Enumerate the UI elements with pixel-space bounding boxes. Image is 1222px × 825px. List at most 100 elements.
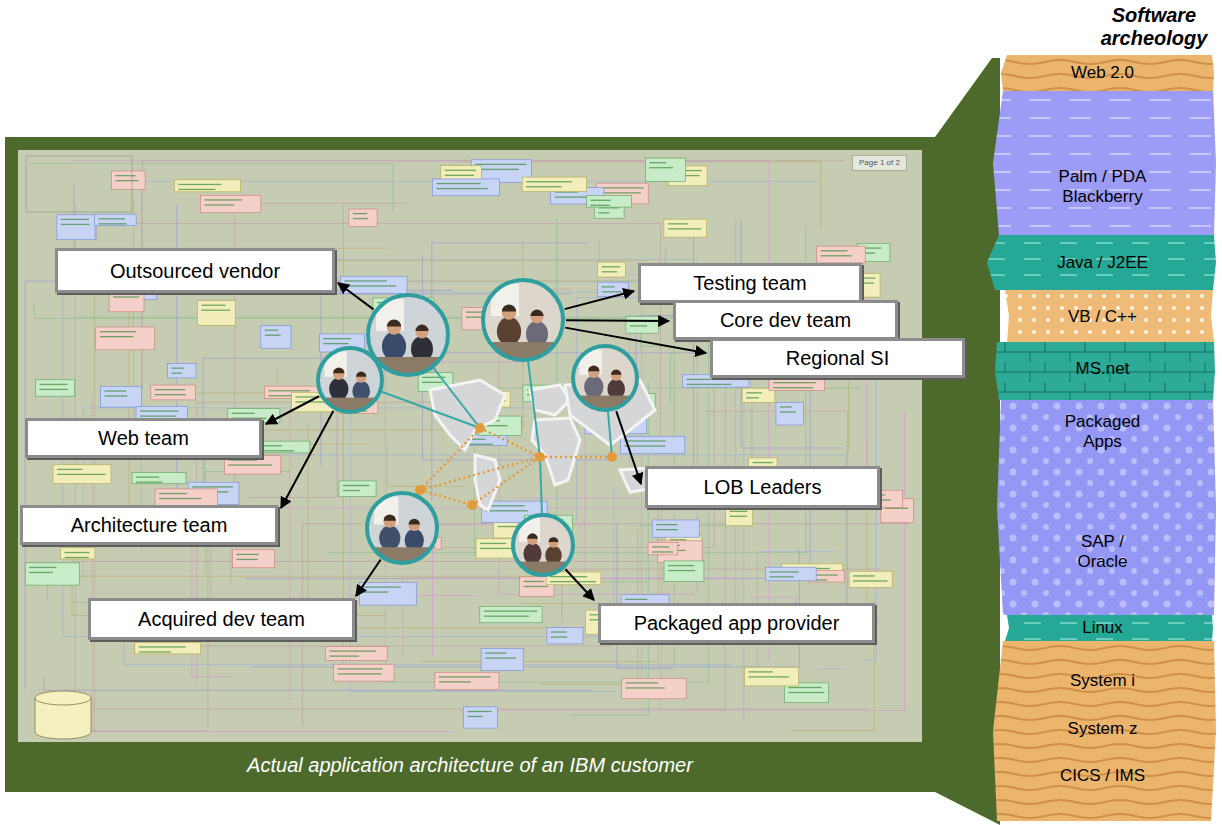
box-scribble <box>746 397 759 398</box>
person-hair <box>502 304 516 311</box>
box-scribble <box>57 474 106 475</box>
box-scribble <box>65 552 90 553</box>
app-box <box>622 678 687 698</box>
box-scribble <box>526 186 561 187</box>
box-scribble <box>201 310 230 311</box>
leader-arrow <box>565 569 594 600</box>
person-head <box>356 372 366 382</box>
box-scribble <box>668 565 694 566</box>
box-scribble <box>656 529 677 530</box>
box-scribble <box>100 331 136 332</box>
app-box <box>135 642 201 654</box>
team-name: Regional SI <box>786 346 889 370</box>
box-scribble <box>353 218 368 219</box>
box-scribble <box>29 567 56 568</box>
wire <box>47 576 559 598</box>
box-scribble <box>649 167 673 168</box>
box-scribble <box>100 336 133 337</box>
band-shape <box>985 91 1220 235</box>
box-scribble <box>323 338 351 339</box>
box-scribble <box>600 187 643 188</box>
person-head <box>588 366 599 377</box>
box-scribble <box>344 280 386 281</box>
app-box <box>53 465 111 484</box>
box-scribble <box>769 576 793 577</box>
box-scribble <box>730 511 748 512</box>
box-scribble <box>652 546 669 547</box>
box-scribble <box>445 170 476 171</box>
band-fill <box>995 342 1215 400</box>
box-scribble <box>625 445 666 446</box>
app-box <box>61 548 95 559</box>
box-scribble <box>485 652 506 653</box>
band-fill <box>987 235 1216 290</box>
box-scribble <box>136 476 159 477</box>
box-scribble <box>769 571 798 572</box>
app-box <box>648 542 678 555</box>
wire <box>63 293 733 636</box>
box-scribble <box>98 223 126 224</box>
box-scribble <box>753 462 773 463</box>
box-scribble <box>630 325 647 326</box>
box-scribble <box>590 205 609 206</box>
app-box <box>652 520 699 537</box>
app-box <box>626 316 659 333</box>
box-scribble <box>649 162 666 163</box>
person-hair <box>527 533 538 538</box>
network-hub <box>467 500 477 510</box>
wire <box>71 161 768 660</box>
team-callout: Packaged app provider <box>598 603 875 643</box>
wire <box>92 398 453 732</box>
box-scribble <box>204 204 234 205</box>
box-scribble <box>61 224 90 225</box>
team-name: Outsourced vendor <box>110 259 280 283</box>
team-callout: Architecture team <box>20 505 278 545</box>
box-scribble <box>853 575 875 576</box>
team-name: LOB Leaders <box>704 475 822 499</box>
team-photo <box>367 493 437 565</box>
app-box <box>94 214 136 225</box>
box-scribble <box>524 581 544 582</box>
box-scribble <box>524 586 549 587</box>
team-callout: Outsourced vendor <box>55 248 335 293</box>
box-scribble <box>439 676 491 677</box>
leader-arrow <box>565 291 634 309</box>
box-scribble <box>439 681 471 682</box>
box-scribble <box>61 219 89 220</box>
map-links <box>350 320 617 545</box>
box-scribble <box>113 296 139 297</box>
person-hair <box>416 325 429 331</box>
person-hair <box>387 319 401 326</box>
box-scribble <box>821 255 852 256</box>
box-scribble <box>323 343 348 344</box>
box-scribble <box>602 286 615 287</box>
person-head <box>611 370 621 380</box>
stratum-band: Linux <box>985 615 1220 641</box>
box-scribble <box>656 524 677 525</box>
page-note: Page 1 of 2 <box>852 155 907 171</box>
box-scribble <box>29 572 53 573</box>
band-fill <box>993 641 1216 821</box>
app-box <box>35 380 74 396</box>
app-box <box>197 301 235 326</box>
app-box <box>547 627 583 644</box>
box-scribble <box>268 390 309 391</box>
team-photo <box>483 280 563 362</box>
box-scribble <box>436 188 487 189</box>
person-hair <box>409 519 420 525</box>
box-scribble <box>748 676 788 677</box>
box-scribble <box>526 181 572 182</box>
continents <box>430 380 655 510</box>
box-scribble <box>686 379 732 380</box>
person-hair <box>531 310 544 317</box>
network-link <box>540 456 612 459</box>
box-scribble <box>344 285 396 286</box>
box-scribble <box>668 570 695 571</box>
stratum-band: MS.net <box>985 342 1220 400</box>
box-scribble <box>551 636 567 637</box>
box-scribble <box>422 382 442 383</box>
team-photo <box>573 346 637 412</box>
frame <box>5 137 935 792</box>
box-scribble <box>353 213 367 214</box>
figure-caption: Actual application architecture of an IB… <box>18 753 922 777</box>
